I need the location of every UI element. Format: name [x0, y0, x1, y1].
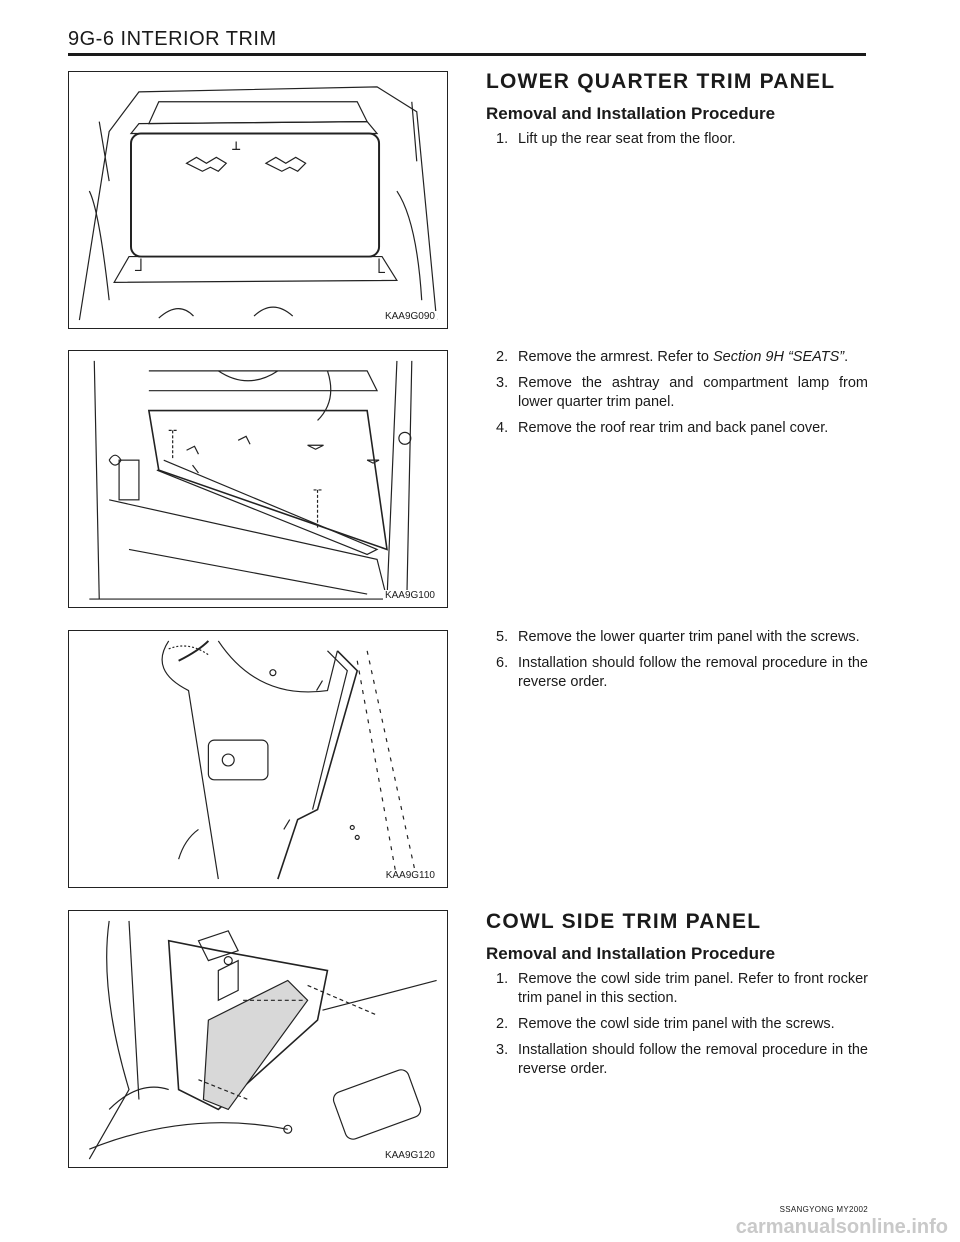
section-reference-link[interactable]: Section 9H “SEATS”: [713, 349, 845, 365]
page-header: 9G-6 INTERIOR TRIM: [68, 28, 277, 50]
section-title-lower-quarter: LOWER QUARTER TRIM PANEL: [486, 70, 836, 93]
cargo-area-illustration: [89, 360, 413, 600]
steps-cowl-side: 1. Remove the cowl side trim panel. Refe…: [496, 970, 868, 1086]
steps-lower-quarter-c: 5. Remove the lower quarter trim panel w…: [496, 628, 868, 699]
subtitle-cowl-side: Removal and Installation Procedure: [486, 944, 776, 963]
step-number: 3.: [496, 375, 509, 391]
step-text: Remove the roof rear trim and back panel…: [518, 420, 829, 436]
footer-model: SSANGYONG MY2002: [779, 1205, 868, 1214]
figure-label: KAA9G120: [382, 1150, 437, 1161]
header-rule: [68, 53, 866, 56]
step-item: 2. Remove the cowl side trim panel with …: [496, 1015, 868, 1034]
steps-lower-quarter-b: 2. Remove the armrest. Refer to Section …: [496, 348, 868, 445]
subtitle-lower-quarter: Removal and Installation Procedure: [486, 104, 776, 123]
step-text: Remove the lower quarter trim panel with…: [518, 629, 860, 645]
step-item: 5. Remove the lower quarter trim panel w…: [496, 628, 868, 647]
cowl-side-illustration: [88, 920, 437, 1160]
figure-rear-seat: KAA9G090: [68, 71, 448, 329]
figure-label: KAA9G110: [383, 870, 437, 881]
step-number: 3.: [496, 1042, 509, 1058]
step-number: 5.: [496, 629, 509, 645]
step-number: 2.: [496, 349, 509, 365]
step-item: 3. Remove the ashtray and compartment la…: [496, 374, 868, 412]
figure-label: KAA9G090: [382, 311, 437, 322]
step-text: Installation should follow the removal p…: [518, 655, 868, 690]
lower-quarter-illustration: [161, 640, 418, 880]
rear-seat-illustration: [78, 86, 438, 321]
step-text: Remove the armrest. Refer to: [518, 349, 714, 365]
steps-lower-quarter-a: 1. Lift up the rear seat from the floor.: [496, 130, 868, 156]
step-number: 1.: [496, 131, 509, 147]
step-item: 1. Lift up the rear seat from the floor.: [496, 130, 868, 149]
step-text: Remove the cowl side trim panel. Refer t…: [518, 971, 868, 1006]
step-item: 2. Remove the armrest. Refer to Section …: [496, 348, 868, 367]
section-title-cowl-side: COWL SIDE TRIM PANEL: [486, 910, 762, 933]
figure-label: KAA9G100: [382, 590, 437, 601]
step-number: 1.: [496, 971, 509, 987]
step-text: Remove the ashtray and compartment lamp …: [518, 375, 868, 410]
figure-cargo-area: KAA9G100: [68, 350, 448, 608]
step-number: 6.: [496, 655, 509, 671]
step-item: 6. Installation should follow the remova…: [496, 654, 868, 692]
step-item: 1. Remove the cowl side trim panel. Refe…: [496, 970, 868, 1008]
step-item: 3. Installation should follow the remova…: [496, 1041, 868, 1079]
footer-site-watermark: carmanualsonline.info: [735, 1216, 948, 1238]
step-text-end: .: [844, 349, 849, 365]
step-item: 4. Remove the roof rear trim and back pa…: [496, 419, 868, 438]
figure-lower-quarter: KAA9G110: [68, 630, 448, 888]
step-number: 4.: [496, 420, 509, 436]
step-text: Lift up the rear seat from the floor.: [518, 131, 736, 147]
figure-cowl-side: KAA9G120: [68, 910, 448, 1168]
step-number: 2.: [496, 1016, 509, 1032]
step-text: Installation should follow the removal p…: [518, 1042, 868, 1077]
step-text: Remove the cowl side trim panel with the…: [518, 1016, 835, 1032]
